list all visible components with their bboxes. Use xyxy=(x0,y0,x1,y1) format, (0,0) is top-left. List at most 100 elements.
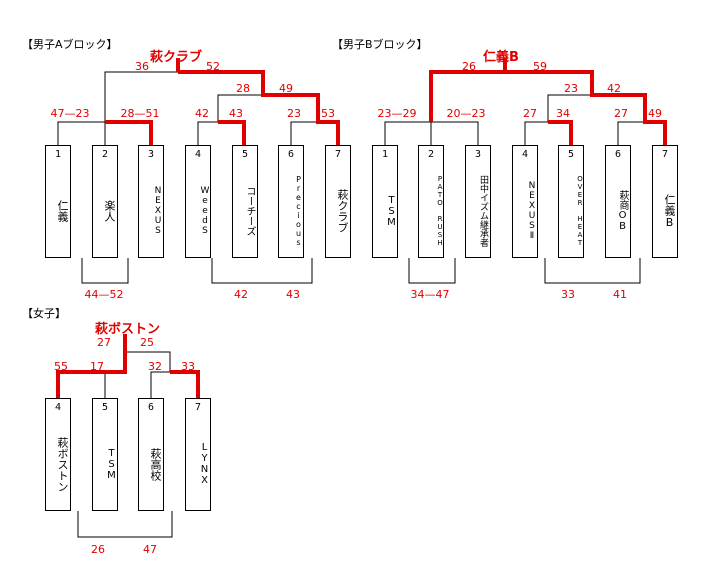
bracket-line-b-bottom-right xyxy=(544,258,641,284)
score-a-q3-right: 43 xyxy=(229,107,243,120)
bracket-line-w-s1 xyxy=(104,371,125,398)
team-seed: 7 xyxy=(334,149,342,160)
score-b-q1: 23—29 xyxy=(377,107,417,120)
winner-line-w-champion-stem xyxy=(105,334,127,374)
team-name: 萩クラブ xyxy=(336,189,349,233)
score-a-semi-right: 49 xyxy=(279,82,293,95)
bracket-line-w-s2 xyxy=(125,351,171,398)
bracket-line-a-q3 xyxy=(197,121,245,145)
champion-women: 萩ボストン xyxy=(95,322,161,337)
score-b-semi-right: 42 xyxy=(607,82,621,95)
team-seed: 4 xyxy=(54,402,62,413)
section-title-men-a: 【男子Aブロック】 xyxy=(22,38,118,51)
score-a-q3-left: 42 xyxy=(195,107,209,120)
team-seed: 3 xyxy=(474,149,482,160)
team-seed: 4 xyxy=(521,149,529,160)
team-box-a5: 5 コーチーズ xyxy=(232,145,258,258)
team-seed: 6 xyxy=(147,402,155,413)
winner-line-w-lynx xyxy=(170,370,200,398)
bracket-line-b-bottom-left xyxy=(408,258,456,284)
score-b-q4-left: 27 xyxy=(614,107,628,120)
team-box-b5: 5 OVER HEAT xyxy=(558,145,584,258)
score-w-s2-left: 32 xyxy=(148,360,162,373)
score-w-bottom-a: 26 xyxy=(91,543,105,556)
team-name: Precious xyxy=(294,175,303,247)
team-name: 田中イズム継承者 xyxy=(478,175,488,247)
section-title-men-b: 【男子Bブロック】 xyxy=(332,38,428,51)
team-name: LYNX xyxy=(199,442,210,486)
score-b-bottom-right-b: 41 xyxy=(613,288,627,301)
team-name: OVER HEAT xyxy=(576,175,584,247)
team-seed: 6 xyxy=(287,149,295,160)
section-title-women: 【女子】 xyxy=(22,307,66,320)
score-b-bottom-right-a: 33 xyxy=(561,288,575,301)
bracket-line-a-bottom-left xyxy=(81,258,129,284)
bracket-line-b-semi-left xyxy=(547,94,592,122)
score-a-q4-left: 23 xyxy=(287,107,301,120)
score-w-s1-right: 17 xyxy=(90,360,104,373)
team-name: 仁義 xyxy=(56,200,69,222)
bracket-line-a-q1 xyxy=(57,121,106,145)
team-name: PATO RUSH xyxy=(436,175,444,247)
score-b-final-left: 26 xyxy=(462,60,476,73)
team-seed: 4 xyxy=(194,149,202,160)
bracket-line-b-q4 xyxy=(617,121,645,145)
team-name: NEXUS xyxy=(153,186,163,236)
bracket-line-w-bottom xyxy=(77,511,173,538)
score-b-semi-left: 23 xyxy=(564,82,578,95)
team-box-a6: 6 Precious xyxy=(278,145,304,258)
winner-line-a-coaches xyxy=(218,120,246,145)
bracket-line-a-left-arm xyxy=(104,71,178,122)
winner-line-w-boston xyxy=(56,370,105,398)
team-seed: 1 xyxy=(381,149,389,160)
team-seed: 1 xyxy=(54,149,62,160)
team-box-w7: 7 LYNX xyxy=(185,398,211,511)
score-a-q1: 47—23 xyxy=(50,107,90,120)
team-name: 萩高校 xyxy=(149,447,162,481)
team-name: TSM xyxy=(106,447,117,481)
team-box-b6: 6 萩商OB xyxy=(605,145,631,258)
team-seed: 2 xyxy=(101,149,109,160)
score-a-bottom-right-b: 43 xyxy=(286,288,300,301)
score-a-bottom-right-a: 42 xyxy=(234,288,248,301)
bracket-line-a-bottom-right xyxy=(211,258,313,284)
team-box-b2: 2 PATO RUSH xyxy=(418,145,444,258)
score-w-bottom-b: 47 xyxy=(143,543,157,556)
team-name: 楽人 xyxy=(103,200,116,222)
team-seed: 3 xyxy=(147,149,155,160)
team-seed: 2 xyxy=(427,149,435,160)
score-b-q3-left: 27 xyxy=(523,107,537,120)
team-seed: 7 xyxy=(194,402,202,413)
winner-line-a-path xyxy=(178,70,340,145)
score-a-final-left: 36 xyxy=(135,60,149,73)
team-seed: 7 xyxy=(661,149,669,160)
team-box-w5: 5 TSM xyxy=(92,398,118,511)
team-seed: 5 xyxy=(567,149,575,160)
bracket-line-a-q4 xyxy=(290,121,339,145)
team-seed: 5 xyxy=(101,402,109,413)
team-name: 仁義B xyxy=(663,193,676,229)
team-box-b1: 1 TSM xyxy=(372,145,398,258)
winner-line-a-nexus xyxy=(105,120,153,145)
team-box-b3: 3 田中イズム継承者 xyxy=(465,145,491,258)
team-box-a4: 4 WeedS xyxy=(185,145,211,258)
score-w-final-left: 27 xyxy=(97,336,111,349)
bracket-line-b-q2 xyxy=(431,121,479,145)
score-a-bottom-left: 44—52 xyxy=(84,288,124,301)
bracket-line-b-q1 xyxy=(384,121,432,145)
team-box-a1: 1 仁義 xyxy=(45,145,71,258)
winner-line-b-overheat xyxy=(548,120,573,145)
champion-men-b: 仁義B xyxy=(483,50,519,65)
score-b-bottom-left: 34—47 xyxy=(410,288,450,301)
team-name: TSM xyxy=(386,194,397,228)
team-box-a3: 3 NEXUS xyxy=(138,145,164,258)
score-a-final-right: 52 xyxy=(206,60,220,73)
score-a-q4-right: 53 xyxy=(321,107,335,120)
team-name: NEXUSⅡ xyxy=(527,181,537,241)
team-name: コーチーズ xyxy=(244,186,255,236)
score-a-q2: 28—51 xyxy=(120,107,160,120)
team-seed: 5 xyxy=(241,149,249,160)
score-a-semi-left: 28 xyxy=(236,82,250,95)
score-w-s1-left: 55 xyxy=(54,360,68,373)
